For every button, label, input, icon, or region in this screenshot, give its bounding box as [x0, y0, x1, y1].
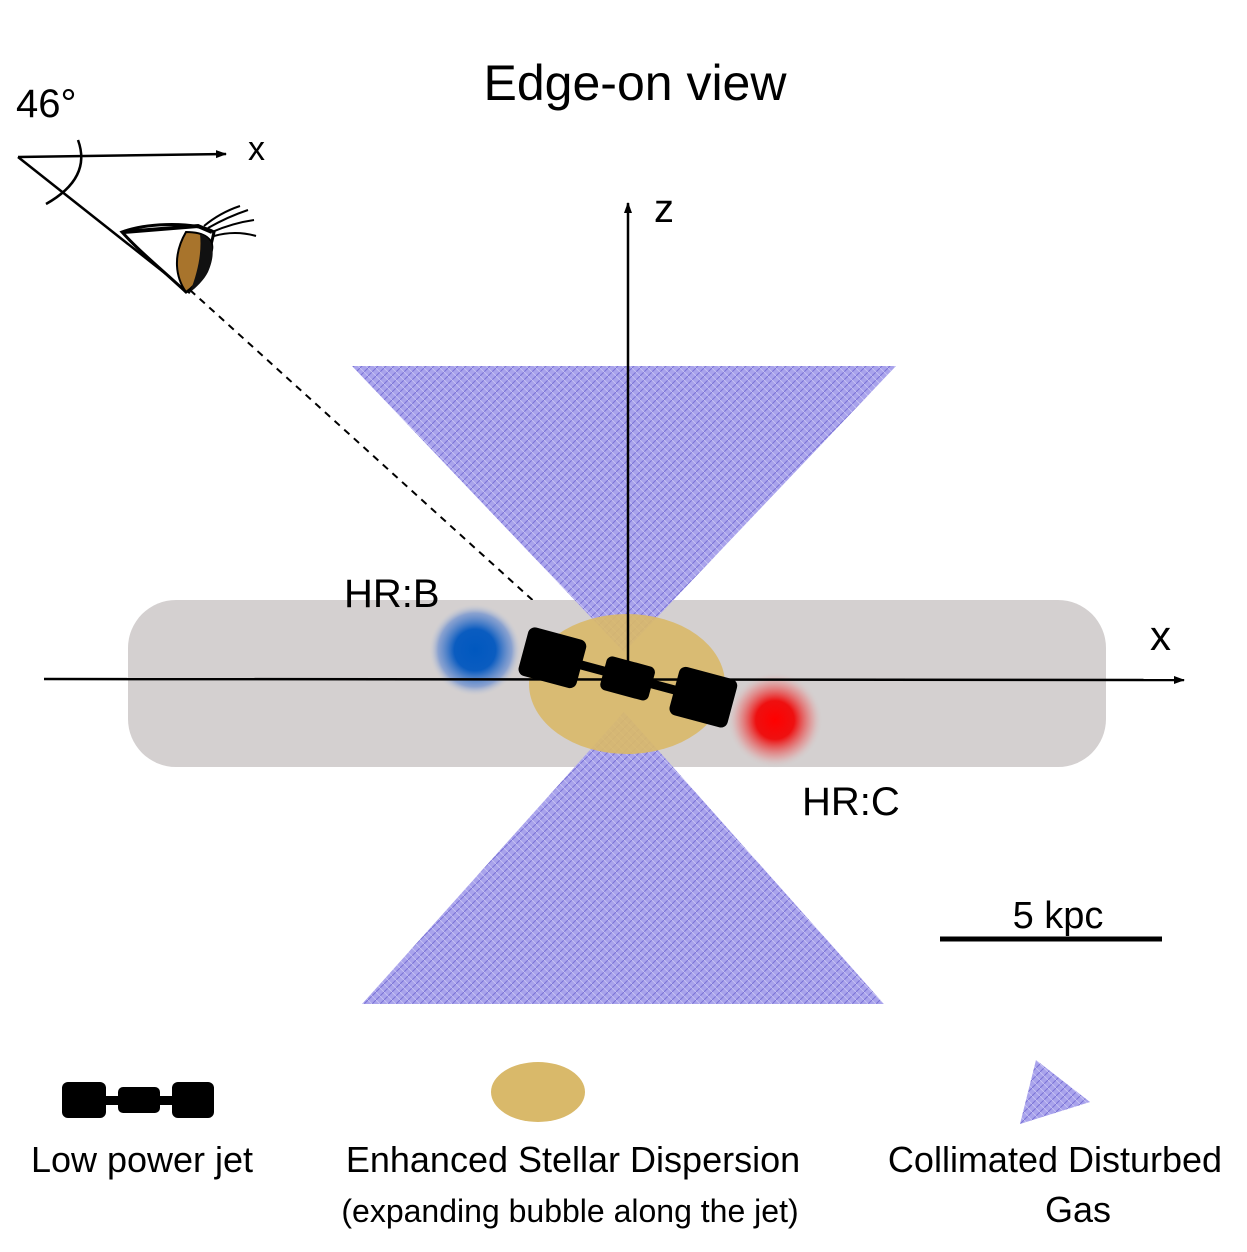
scale-bar-label: 5 kpc — [1013, 895, 1104, 937]
diagram-title: Edge-on view — [484, 55, 788, 111]
legend-jet-label: Low power jet — [31, 1139, 253, 1180]
hr-c-blob — [727, 672, 823, 768]
legend-gas-label-line2: Gas — [1045, 1189, 1111, 1230]
hr-b-label: HR:B — [344, 572, 440, 616]
legend-dispersion-icon — [491, 1062, 585, 1122]
low-power-jet — [518, 627, 738, 728]
viewer-x-axis-label: x — [248, 130, 265, 168]
upper-gas-cone — [352, 366, 896, 652]
legend-dispersion-label: Enhanced Stellar Dispersion — [346, 1139, 800, 1180]
viewer-x-axis — [17, 150, 227, 159]
legend-dispersion-sublabel: (expanding bubble along the jet) — [341, 1193, 798, 1229]
legend-jet-icon — [62, 1082, 214, 1118]
legend-gas-label-line1: Collimated Disturbed — [888, 1139, 1222, 1180]
z-axis-label: z — [654, 187, 674, 231]
eye-icon — [119, 205, 257, 294]
angle-arc — [45, 139, 83, 206]
legend-gas-icon — [1020, 1060, 1090, 1124]
lower-gas-cone — [362, 712, 884, 1004]
x-axis-label: x — [1150, 612, 1171, 659]
hr-c-label: HR:C — [802, 780, 900, 824]
viewer-angle-label: 46° — [16, 82, 77, 126]
hr-b-blob — [429, 604, 521, 696]
